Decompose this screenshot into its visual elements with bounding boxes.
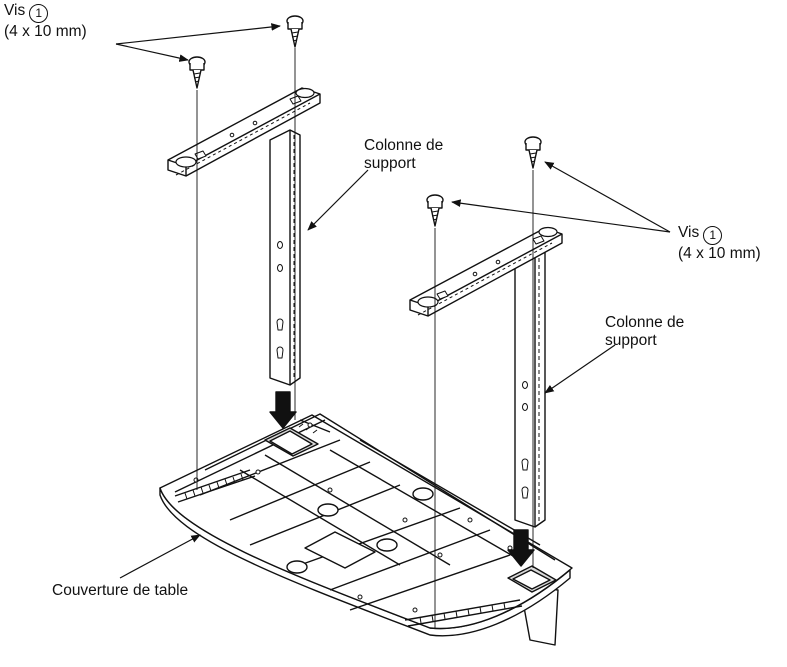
support-column-left [167,87,321,429]
screw-right-1 [524,136,542,169]
screw-label-name: Vis [4,2,26,19]
screw-number-badge: 1 [29,4,49,23]
screw-number-badge: 1 [703,226,723,245]
table-cover-text: Couverture de table [52,582,189,599]
alignment-lines [196,48,534,628]
column-label-line1: Colonne de [364,137,444,154]
leader-lines [115,23,671,579]
column-label-line2: support [605,332,657,349]
screw-top-left-1 [188,56,206,89]
table-cover [159,413,573,646]
column-label-line1: Colonne de [605,314,685,331]
column-label-left: Colonne de support [364,137,443,173]
screw-top-left-2 [286,15,304,48]
table-cover-label: Couverture de table [52,582,188,600]
screw-label-name: Vis [678,224,700,241]
screw-label-size: (4 x 10 mm) [4,23,87,40]
screw-right-2 [426,194,444,227]
column-label-right: Colonne de support [605,314,684,350]
support-column-right [409,226,563,567]
column-label-line2: support [364,155,416,172]
screw-label-size: (4 x 10 mm) [678,245,761,262]
